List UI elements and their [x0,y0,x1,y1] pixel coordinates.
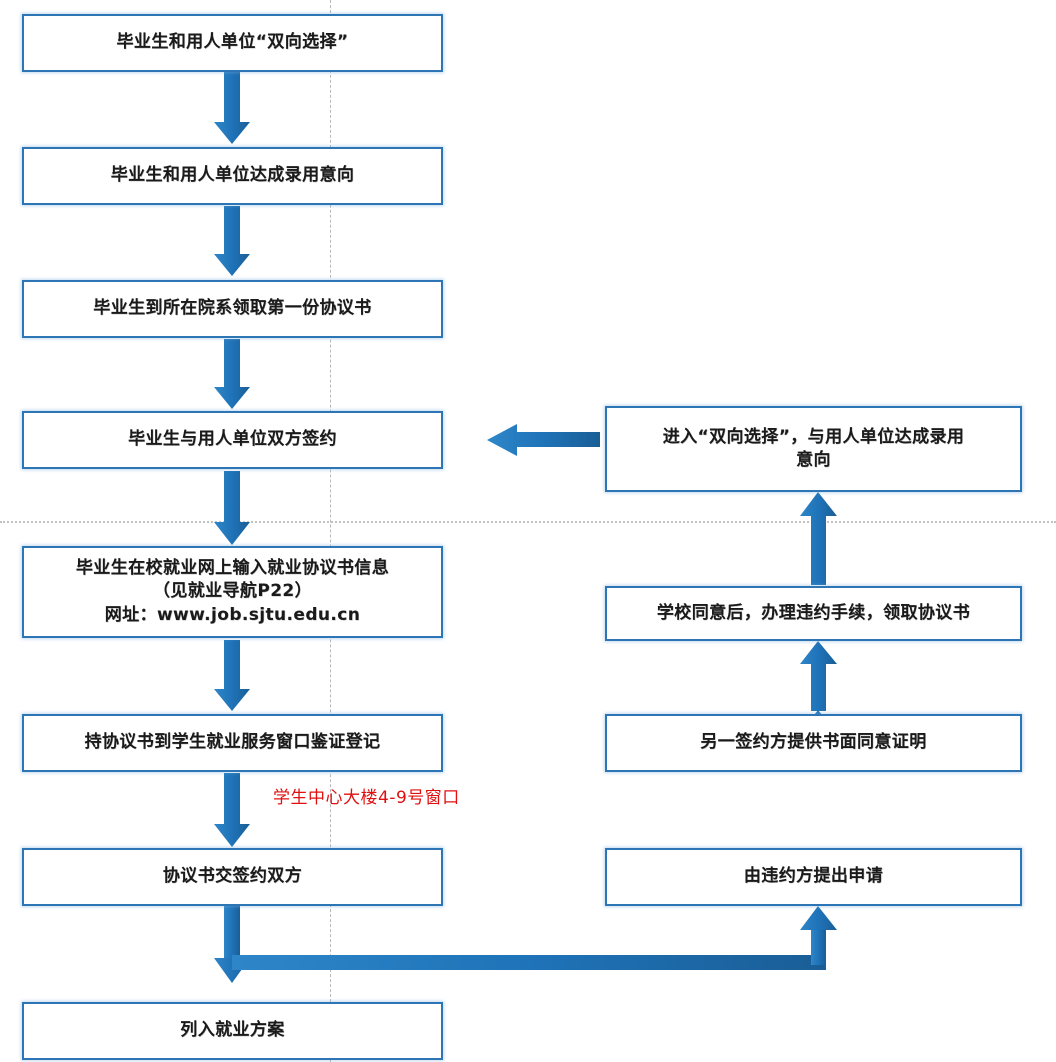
node-l4-label: 毕业生与用人单位双方签约 [128,429,337,450]
arrow-l7-to-l8-and-r4 [214,906,837,983]
annotation-service-window-location: 学生中心大楼4-9号窗口 [273,788,460,808]
arrow-down-l2-l3 [214,206,250,276]
node-r1-text: 进入“双向选择”，与用人单位达成录用 意向 [615,426,1012,473]
node-r1-line2: 意向 [796,450,831,470]
arrow-up-r3-r2 [800,641,837,711]
node-l8-label: 列入就业方案 [180,1020,285,1041]
node-r1-line1: 进入“双向选择”，与用人单位达成录用 [662,426,965,447]
vertical-guide-line [330,0,331,1062]
node-r3-written-consent[interactable]: 另一签约方提供书面同意证明 [605,714,1022,772]
node-l1-dual-selection[interactable]: 毕业生和用人单位“双向选择” [22,14,443,72]
node-l5-text: 毕业生在校就业网上输入就业协议书信息 （见就业导航P22） 网址：www.job… [32,557,433,627]
horizontal-guide-line [0,521,1056,523]
node-r2-label: 学校同意后，办理违约手续，领取协议书 [656,602,971,623]
node-r4-label: 由违约方提出申请 [743,866,884,887]
node-l4-sign-contract[interactable]: 毕业生与用人单位双方签约 [22,411,443,469]
arrow-down-l4-l5 [214,471,250,545]
node-l2-label: 毕业生和用人单位达成录用意向 [110,165,355,186]
node-l8-employment-plan[interactable]: 列入就业方案 [22,1002,443,1060]
node-r1-reenter-dual-selection[interactable]: 进入“双向选择”，与用人单位达成录用 意向 [605,406,1022,492]
arrow-down-l3-l4 [214,339,250,409]
node-l1-label: 毕业生和用人单位“双向选择” [116,32,349,53]
arrow-down-l5-l6 [214,640,250,711]
node-l7-label: 协议书交签约双方 [162,866,303,887]
node-r2-school-approval[interactable]: 学校同意后，办理违约手续，领取协议书 [605,586,1022,641]
node-l6-label: 持协议书到学生就业服务窗口鉴证登记 [84,732,381,753]
node-l6-verification-window[interactable]: 持协议书到学生就业服务窗口鉴证登记 [22,714,443,772]
arrow-left-r1-l4 [487,424,600,456]
node-l3-collect-agreement[interactable]: 毕业生到所在院系领取第一份协议书 [22,280,443,338]
node-l5-line1: 毕业生在校就业网上输入就业协议书信息 [75,557,390,578]
arrow-down-l6-l7 [214,773,250,847]
node-l5-line2: （见就业导航P22） [152,581,313,602]
node-l5-enter-info-online[interactable]: 毕业生在校就业网上输入就业协议书信息 （见就业导航P22） 网址：www.job… [22,546,443,638]
node-r3-label: 另一签约方提供书面同意证明 [700,732,927,753]
arrow-up-r2-r1 [800,492,837,585]
node-l5-line3: 网址：www.job.sjtu.edu.cn [104,604,361,625]
node-l3-label: 毕业生到所在院系领取第一份协议书 [93,298,372,319]
node-l2-reach-intent[interactable]: 毕业生和用人单位达成录用意向 [22,147,443,205]
node-l7-deliver-to-parties[interactable]: 协议书交签约双方 [22,848,443,906]
node-r4-breach-application[interactable]: 由违约方提出申请 [605,848,1022,906]
arrow-down-l1-l2 [214,72,250,144]
